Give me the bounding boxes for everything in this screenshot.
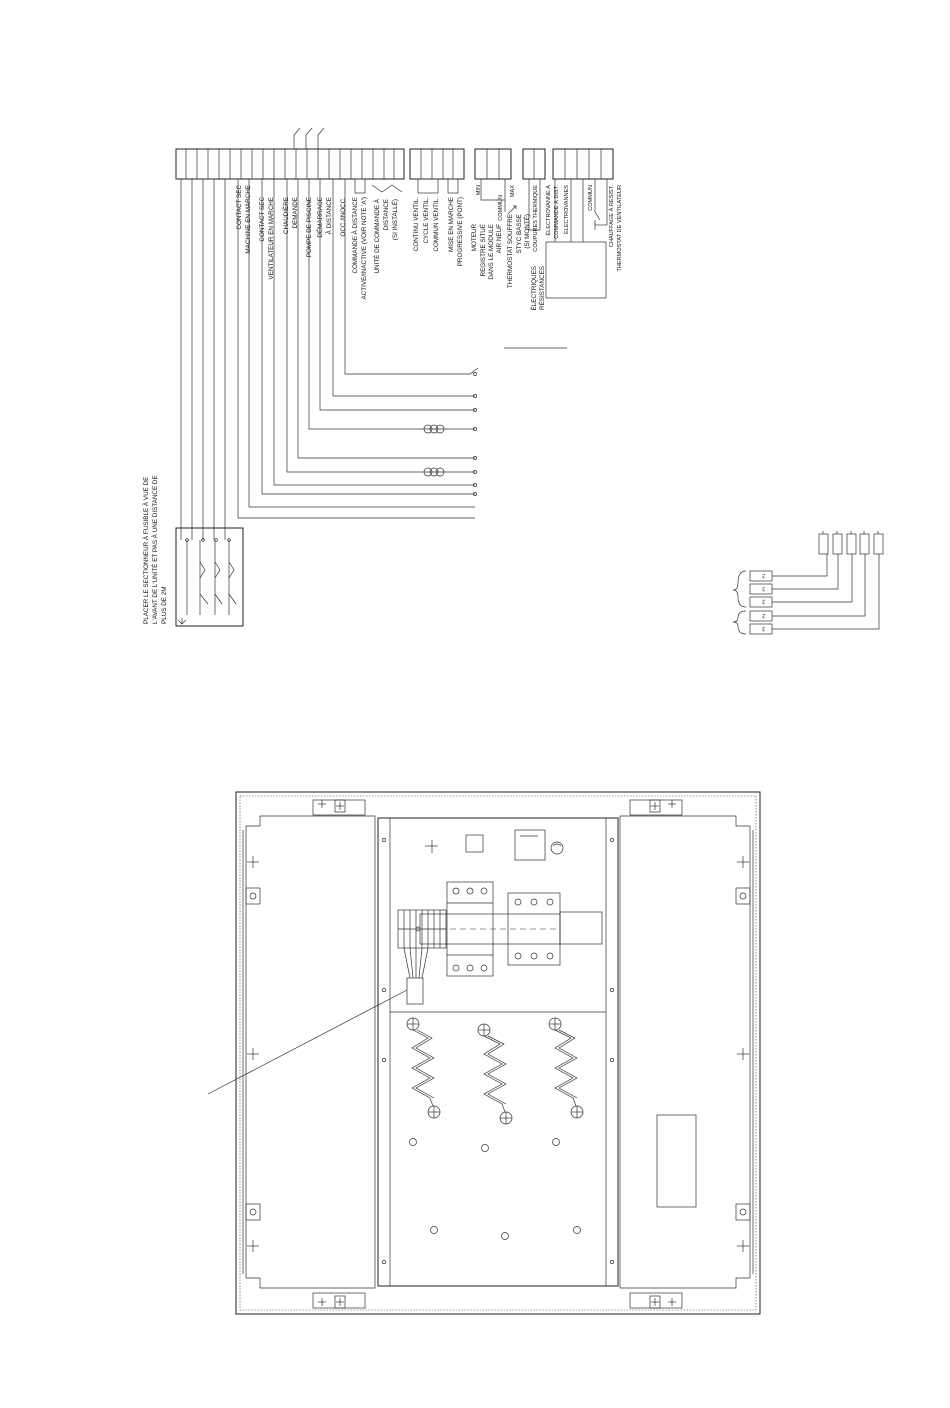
label-line: CONTACT SEC bbox=[259, 197, 266, 242]
label-line: RÉSISTANCES bbox=[537, 266, 546, 310]
label-line: DÉMARRAGE bbox=[315, 197, 324, 238]
label-line: MACHINE EN MARCHE bbox=[245, 185, 252, 254]
label-line: À DISTANCE bbox=[324, 197, 333, 234]
mounting-bracket-top-left bbox=[312, 799, 366, 816]
potentiometer-arrow bbox=[507, 205, 517, 215]
connector-pin-label: P1 bbox=[761, 573, 766, 579]
side-rail-right bbox=[619, 815, 754, 1289]
label-line: ACTIVE/INACTIVE (VOIR NOTE 'A') bbox=[361, 197, 368, 299]
label-line: THERMOSTAT DE VENTILATEUR bbox=[617, 185, 623, 272]
label-commun-motor: COMMUN bbox=[498, 195, 504, 221]
terminal-label-commun: COMMUN bbox=[588, 185, 594, 211]
label-line: CYCLE VENTIL. bbox=[423, 197, 430, 244]
fused-disconnect-switch bbox=[175, 527, 244, 627]
terminal-label-pompe: POMPE DE PISCINE bbox=[306, 197, 313, 257]
mounting-bracket-bottom-right bbox=[629, 1292, 683, 1309]
terminal-strip-fan bbox=[409, 148, 465, 194]
terminal-strip-main bbox=[175, 127, 405, 194]
heating-element-left bbox=[406, 1017, 441, 1119]
terminal-label-electrovanne-1: ÉLECTROVANNE À COMMANDE À DIST. bbox=[545, 185, 560, 239]
label-line: ÉLECTROVANNES bbox=[563, 185, 570, 234]
disconnect-note: PLACER LE SECTIONNEUR À FUSIBLE À VUE DE… bbox=[141, 475, 168, 624]
mounting-bracket-top-right bbox=[629, 799, 683, 816]
connector-plug: P1 P2 P3 P4 P5 bbox=[732, 531, 884, 635]
label-line: PROGRESSIVE (PONT) bbox=[457, 197, 464, 266]
label-line: (SI MONTÉ) bbox=[522, 214, 531, 249]
label-line: COMMUN bbox=[588, 185, 594, 211]
terminal-label-demarrage: DÉMARRAGE À DISTANCE bbox=[315, 197, 333, 238]
terminal-label-ventil: CONTINU VENTIL. CYCLE VENTIL. COMMUN VEN… bbox=[413, 197, 440, 252]
leader-line bbox=[207, 989, 408, 1095]
fuse-block bbox=[446, 881, 494, 977]
connector-pin-label: P5 bbox=[761, 626, 766, 632]
terminal-strip-damper bbox=[474, 148, 512, 212]
label-line: ÉLECTROVANNE À bbox=[545, 185, 552, 236]
terminal-label-progressive: MISE EN MARCHE PROGRESSIVE (PONT) bbox=[448, 197, 464, 266]
label-line: REGISTRE SITUÉ bbox=[478, 224, 487, 276]
connector-pin-label: P2 bbox=[761, 586, 766, 592]
label-line: MOTEUR bbox=[471, 224, 478, 252]
note-line: PLACER LE SECTIONNEUR À FUSIBLE À VUE DE bbox=[141, 477, 150, 624]
terminal-label-contact-sec-1: CONTACT SEC MACHINE EN MARCHE bbox=[236, 185, 252, 254]
label-min: MIN bbox=[476, 185, 482, 195]
terminal-label-chaudiere: CHAUDIÈRE DEMANDE bbox=[281, 197, 299, 234]
wiring-schematic: CONTACT SEC MACHINE EN MARCHE CONTACT SE… bbox=[141, 127, 623, 627]
svg-text:MAX: MAX bbox=[510, 185, 516, 197]
nameplate bbox=[656, 1114, 697, 1208]
svg-text:MIN: MIN bbox=[476, 185, 482, 195]
label-line: UNITÉ DE COMMANDE À bbox=[372, 198, 381, 273]
note-line: PLUS DE 2M bbox=[161, 587, 168, 624]
terminal-strip-thermostat bbox=[522, 148, 546, 231]
label-line: OCC./INOCC. bbox=[340, 197, 347, 237]
terminal-label-moteur: MOTEUR REGISTRE SITUÉ DANS LE MODULE AIR… bbox=[471, 224, 503, 280]
note-line: L'AVANT DE L'UNITÉ ET PAS À UNE DISTANCE… bbox=[150, 475, 159, 624]
contactor bbox=[507, 892, 603, 966]
label-line: COMMUN VENTIL. bbox=[433, 197, 440, 252]
label-line: CONTACT SEC bbox=[236, 185, 243, 230]
heater-resistance-box bbox=[545, 241, 607, 299]
heating-element-right bbox=[548, 1017, 584, 1119]
label-line: COMMANDE À DIST. bbox=[553, 185, 560, 239]
label-line: COMMANDE À DISTANCE bbox=[350, 197, 359, 274]
label-max: MAX bbox=[510, 185, 516, 197]
relay-coil-symbols bbox=[423, 424, 445, 477]
connector-pin-label: P3 bbox=[761, 599, 766, 605]
label-line: MISE EN MARCHE bbox=[448, 197, 455, 252]
label-line: CONTINU VENTIL. bbox=[413, 197, 420, 251]
label-line: POMPE DE PISCINE bbox=[306, 197, 313, 257]
connector-pin-label: P4 bbox=[761, 613, 766, 619]
terminal-strip-heating bbox=[552, 148, 614, 242]
terminal-label-contact-sec-2: CONTACT SEC VENTILATEUR EN MARCHE bbox=[259, 197, 275, 280]
label-line: (SI INSTALLÉ) bbox=[390, 199, 399, 240]
mounting-bracket-bottom-left bbox=[312, 1292, 366, 1309]
label-line: DANS LE MODULE bbox=[488, 224, 495, 280]
label-line: ÉLECTRIQUES bbox=[529, 266, 538, 310]
terminal-label-chauffage: CHAUFFAGE À RESIST. THERMOSTAT DE VENTIL… bbox=[608, 185, 623, 272]
label-line: CHAUDIÈRE bbox=[281, 197, 290, 234]
label-line: THERMOSTAT SOUFFRE bbox=[507, 214, 514, 288]
side-rail-left bbox=[242, 815, 376, 1289]
label-line: VENTILATEUR EN MARCHE bbox=[268, 197, 275, 279]
electrical-panel-drawing bbox=[207, 791, 761, 1315]
label-line: STYC BASSE bbox=[516, 214, 523, 254]
heating-element-middle bbox=[477, 1023, 513, 1125]
terminal-label-unite: UNITÉ DE COMMANDE À DISTANCE (SI INSTALL… bbox=[372, 198, 399, 273]
terminal-label-electriques: ÉLECTRIQUES RÉSISTANCES bbox=[529, 266, 546, 310]
label-line: DEMANDE bbox=[292, 197, 299, 229]
terminal-label-thermostat: THERMOSTAT SOUFFRE STYC BASSE (SI MONTÉ) bbox=[507, 214, 531, 288]
label-line: COUPURES THERMIQUE bbox=[533, 185, 539, 252]
control-wires bbox=[180, 179, 479, 540]
label-line: CHAUFFAGE À RESIST. bbox=[608, 185, 615, 248]
label-line: AIR NEUF bbox=[496, 224, 503, 254]
terminal-label-occ: OCC./INOCC. COMMANDE À DISTANCE ACTIVE/I… bbox=[340, 197, 368, 300]
center-panel bbox=[377, 817, 619, 1287]
terminal-label-electrovannes: ÉLECTROVANNES bbox=[563, 185, 570, 234]
svg-text:COMMUN: COMMUN bbox=[498, 195, 504, 221]
terminal-label-coupures: COUPURES THERMIQUE bbox=[533, 185, 539, 252]
label-line: DISTANCE bbox=[383, 199, 390, 230]
terminal-block bbox=[397, 909, 447, 1005]
